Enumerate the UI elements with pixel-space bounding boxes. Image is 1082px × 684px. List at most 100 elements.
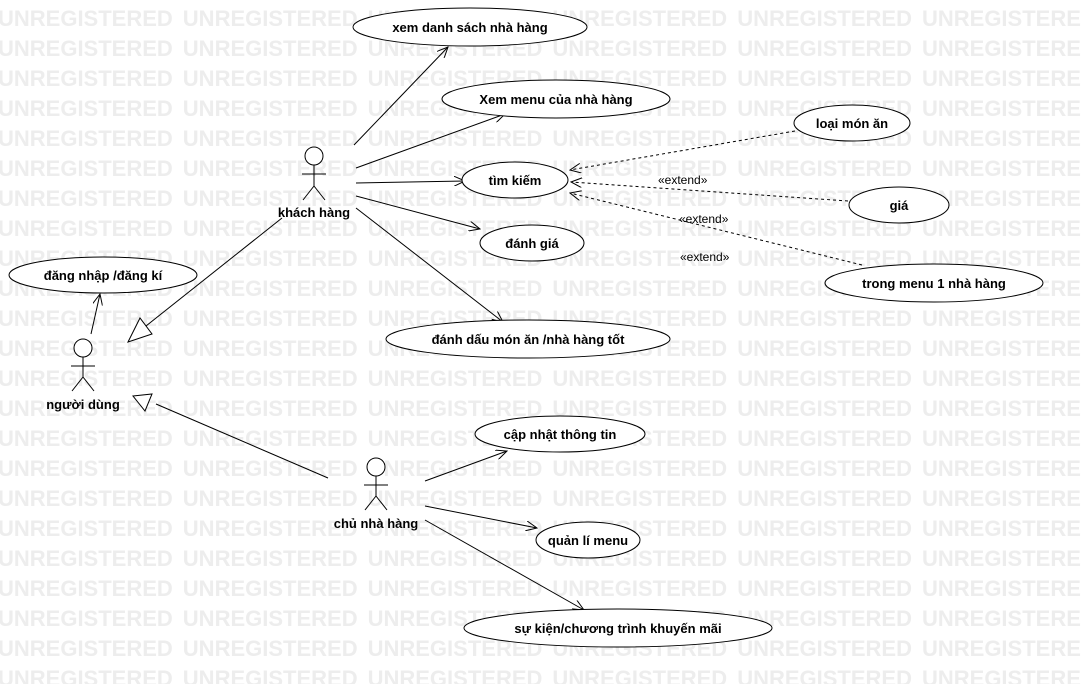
- actor-leg-left: [364, 495, 377, 511]
- watermark-text: UNREGISTERED: [0, 546, 173, 571]
- watermark-text: UNREGISTERED: [182, 576, 358, 601]
- watermark-text: UNREGISTERED: [737, 36, 912, 61]
- watermark-text: UNREGISTERED: [182, 96, 358, 121]
- watermark-text: UNREGISTERED: [0, 36, 173, 61]
- watermark-text: UNREGISTERED: [737, 426, 912, 451]
- watermark-text: UNREGISTERED: [367, 276, 543, 301]
- use-case-quan-li-menu[interactable]: quản lí menu: [535, 521, 641, 559]
- assoc-khach-tim-kiem: [355, 181, 465, 183]
- watermark-text: UNREGISTERED: [182, 546, 358, 571]
- extend-gia: [571, 182, 849, 202]
- watermark-text: UNREGISTERED: [182, 276, 358, 301]
- watermark-text: UNREGISTERED: [0, 216, 173, 241]
- watermark-text: UNREGISTERED: [182, 66, 358, 91]
- watermark-text: UNREGISTERED: [182, 336, 358, 361]
- use-case-tim-kiem[interactable]: tìm kiếm: [461, 161, 569, 199]
- watermark-text: UNREGISTERED: [737, 576, 912, 601]
- watermark-text: UNREGISTERED: [182, 666, 358, 684]
- watermark-text: UNREGISTERED: [921, 456, 1082, 481]
- watermark-text: UNREGISTERED: [367, 666, 543, 684]
- actor-label-khach-hang: khách hàng: [278, 205, 350, 220]
- watermark-text: UNREGISTERED: [0, 156, 173, 181]
- watermark-row: UNREGISTERED UNREGISTERED UNREGISTERED UNRE…: [0, 576, 1082, 602]
- watermark-text: UNREGISTERED: [0, 516, 173, 541]
- watermark-text: UNREGISTERED: [921, 636, 1082, 661]
- actor-chu-nha-hang[interactable]: [364, 457, 388, 511]
- watermark-text: UNREGISTERED: [921, 396, 1082, 421]
- watermark-text: UNREGISTERED: [552, 666, 728, 684]
- use-case-xem-menu[interactable]: Xem menu của nhà hàng: [441, 79, 671, 119]
- watermark-text: UNREGISTERED: [737, 456, 912, 481]
- watermark-text: UNREGISTERED: [921, 306, 1082, 331]
- extend-label-1: «extend»: [658, 173, 708, 187]
- watermark-text: UNREGISTERED: [921, 546, 1082, 571]
- watermark-text: UNREGISTERED: [737, 336, 912, 361]
- use-case-danh-gia[interactable]: đánh giá: [479, 224, 585, 262]
- use-case-dang-nhap[interactable]: đăng nhập /đăng kí: [8, 256, 198, 294]
- watermark-text: UNREGISTERED: [737, 546, 912, 571]
- actor-nguoi-dung[interactable]: [71, 338, 95, 392]
- watermark-text: UNREGISTERED: [737, 66, 912, 91]
- actor-khach-hang[interactable]: [302, 146, 326, 201]
- watermark-text: UNREGISTERED: [552, 366, 728, 391]
- use-case-xem-danh-sach[interactable]: xem danh sách nhà hàng: [352, 7, 588, 47]
- actor-label-nguoi-dung: người dùng: [46, 397, 120, 412]
- watermark-text: UNREGISTERED: [182, 126, 358, 151]
- assoc-khach-danh-gia: [355, 195, 480, 229]
- use-case-loai-mon-an[interactable]: loại món ăn: [793, 104, 911, 142]
- generalization-chu-nguoi-dung: [155, 403, 329, 479]
- watermark-text: UNREGISTERED: [182, 456, 358, 481]
- watermark-text: UNREGISTERED: [552, 126, 728, 151]
- assoc-khach-xem-menu: [355, 114, 505, 169]
- use-case-label: giá: [890, 198, 910, 213]
- watermark-text: UNREGISTERED: [921, 6, 1082, 31]
- watermark-text: UNREGISTERED: [921, 36, 1082, 61]
- use-case-danh-dau[interactable]: đánh dấu món ăn /nhà hàng tốt: [385, 319, 671, 359]
- use-case-trong-menu[interactable]: trong menu 1 nhà hàng: [824, 263, 1044, 303]
- watermark-text: UNREGISTERED: [921, 126, 1082, 151]
- watermark-text: UNREGISTERED: [0, 666, 173, 684]
- watermark-text: UNREGISTERED: [921, 516, 1082, 541]
- assoc-nguoi-dung-dang-nhap: [90, 294, 100, 335]
- watermark-text: UNREGISTERED: [921, 336, 1082, 361]
- use-case-su-kien[interactable]: sự kiện/chương trình khuyến mãi: [463, 608, 773, 648]
- watermark-text: UNREGISTERED: [182, 36, 358, 61]
- watermark-row: UNREGISTERED UNREGISTERED UNREGISTERED UNRE…: [0, 546, 1082, 572]
- watermark-text: UNREGISTERED: [0, 486, 173, 511]
- use-case-label: cập nhật thông tin: [504, 427, 617, 442]
- actor-head: [366, 457, 386, 477]
- watermark-text: UNREGISTERED: [182, 186, 358, 211]
- watermark-text: UNREGISTERED: [737, 366, 912, 391]
- watermark-text: UNREGISTERED: [737, 666, 912, 684]
- extend-trong-menu: [570, 193, 863, 266]
- assoc-chu-su-kien: [424, 519, 584, 610]
- watermark-text: UNREGISTERED: [0, 66, 173, 91]
- actor-leg-right: [82, 376, 95, 392]
- watermark-text: UNREGISTERED: [182, 246, 358, 271]
- watermark-text: UNREGISTERED: [921, 606, 1082, 631]
- watermark-text: UNREGISTERED: [737, 306, 912, 331]
- watermark-text: UNREGISTERED: [367, 486, 543, 511]
- watermark-text: UNREGISTERED: [552, 276, 728, 301]
- watermark-text: UNREGISTERED: [182, 396, 358, 421]
- watermark-row: UNREGISTERED UNREGISTERED UNREGISTERED UNRE…: [0, 666, 1082, 684]
- watermark-text: UNREGISTERED: [367, 576, 543, 601]
- assoc-chu-cap-nhat: [424, 451, 507, 482]
- watermark-text: UNREGISTERED: [552, 576, 728, 601]
- watermark-text: UNREGISTERED: [182, 636, 358, 661]
- use-case-gia[interactable]: giá: [848, 186, 950, 224]
- use-case-cap-nhat[interactable]: cập nhật thông tin: [474, 415, 646, 453]
- watermark-text: UNREGISTERED: [0, 636, 173, 661]
- watermark-text: UNREGISTERED: [921, 486, 1082, 511]
- watermark-text: UNREGISTERED: [737, 486, 912, 511]
- watermark-text: UNREGISTERED: [182, 156, 358, 181]
- watermark-text: UNREGISTERED: [367, 396, 543, 421]
- extend-loai-mon-an: [570, 130, 796, 170]
- watermark-text: UNREGISTERED: [182, 306, 358, 331]
